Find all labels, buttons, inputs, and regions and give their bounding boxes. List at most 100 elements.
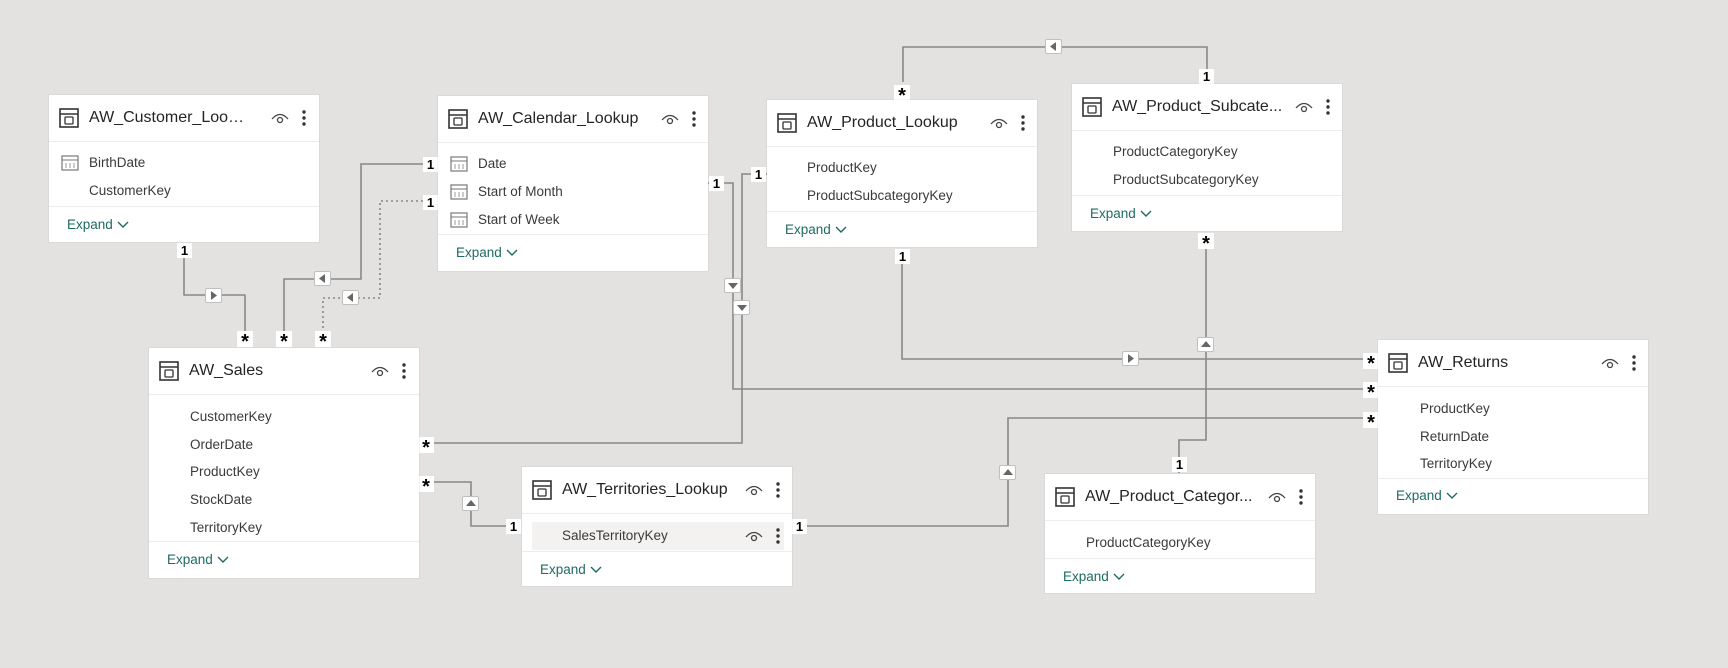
field-name: ReturnDate bbox=[1420, 429, 1490, 444]
field-name: OrderDate bbox=[190, 437, 254, 452]
field-name: ProductKey bbox=[1420, 401, 1490, 416]
expand-button[interactable]: Expand bbox=[167, 552, 229, 567]
table-header[interactable]: AW_Product_Subcate... bbox=[1072, 84, 1342, 131]
field-name: TerritoryKey bbox=[1420, 456, 1493, 471]
cardinality-many: * bbox=[1363, 382, 1379, 404]
table-name: AW_Product_Categor... bbox=[1085, 488, 1253, 505]
cardinality-one: 1 bbox=[423, 195, 438, 210]
table-header[interactable]: AW_Territories_Lookup bbox=[522, 467, 792, 514]
field-row[interactable]: ProductSubcategoryKey bbox=[767, 182, 1037, 210]
eye-icon[interactable] bbox=[745, 482, 763, 498]
more-options-icon[interactable] bbox=[1630, 353, 1638, 373]
field-row[interactable]: CustomerKey bbox=[149, 403, 419, 431]
table-card-customer-lookup[interactable]: AW_Customer_Lookup BirthDate CustomerKey… bbox=[49, 95, 319, 242]
field-row[interactable]: OrderDate bbox=[149, 431, 419, 459]
more-options-icon[interactable] bbox=[1297, 487, 1305, 507]
eye-icon[interactable] bbox=[1268, 489, 1286, 505]
filter-direction-up-icon[interactable] bbox=[462, 496, 479, 511]
expand-button[interactable]: Expand bbox=[1063, 569, 1125, 584]
field-name: TerritoryKey bbox=[190, 520, 263, 535]
more-options-icon[interactable] bbox=[690, 109, 698, 129]
eye-icon[interactable] bbox=[990, 115, 1008, 131]
table-card-product-subcategory[interactable]: AW_Product_Subcate... ProductCategoryKey… bbox=[1072, 84, 1342, 231]
table-card-product-category[interactable]: AW_Product_Categor... ProductCategoryKey… bbox=[1045, 474, 1315, 593]
field-row[interactable]: CustomerKey bbox=[49, 177, 319, 205]
table-card-product-lookup[interactable]: AW_Product_Lookup ProductKey ProductSubc… bbox=[767, 100, 1037, 247]
expand-button[interactable]: Expand bbox=[456, 245, 518, 260]
filter-direction-right-icon[interactable] bbox=[1122, 351, 1139, 366]
eye-icon[interactable] bbox=[661, 111, 679, 127]
field-row[interactable]: StockDate bbox=[149, 486, 419, 514]
expand-button[interactable]: Expand bbox=[785, 222, 847, 237]
cardinality-one: 1 bbox=[709, 176, 724, 191]
eye-icon[interactable] bbox=[371, 363, 389, 379]
expand-button[interactable]: Expand bbox=[67, 217, 129, 232]
eye-icon[interactable] bbox=[1295, 99, 1313, 115]
cardinality-many: * bbox=[276, 331, 292, 353]
field-row[interactable]: ProductKey bbox=[767, 154, 1037, 182]
field-row[interactable]: Start of Week bbox=[438, 206, 708, 234]
eye-icon[interactable] bbox=[271, 110, 289, 126]
table-header[interactable]: AW_Returns bbox=[1378, 340, 1648, 387]
cardinality-one: 1 bbox=[177, 243, 192, 258]
table-header[interactable]: AW_Sales bbox=[149, 348, 419, 395]
field-row[interactable]: ProductCategoryKey bbox=[1045, 529, 1315, 557]
chevron-down-icon bbox=[1113, 573, 1125, 581]
filter-direction-down-icon[interactable] bbox=[733, 300, 750, 315]
field-row[interactable]: ReturnDate bbox=[1378, 423, 1648, 451]
table-header[interactable]: AW_Product_Categor... bbox=[1045, 474, 1315, 521]
divider bbox=[49, 206, 319, 207]
eye-icon[interactable] bbox=[745, 528, 763, 544]
field-row[interactable]: ProductKey bbox=[149, 458, 419, 486]
calendar-icon bbox=[450, 156, 468, 172]
field-row[interactable]: TerritoryKey bbox=[1378, 450, 1648, 478]
field-name: Date bbox=[478, 156, 507, 171]
field-row[interactable]: BirthDate bbox=[49, 149, 319, 177]
table-card-territories-lookup[interactable]: AW_Territories_Lookup SalesTerritoryKey … bbox=[522, 467, 792, 586]
expand-button[interactable]: Expand bbox=[1090, 206, 1152, 221]
filter-direction-up-icon[interactable] bbox=[1197, 337, 1214, 352]
cardinality-many: * bbox=[418, 476, 434, 498]
table-card-sales[interactable]: AW_Sales CustomerKey OrderDate ProductKe… bbox=[149, 348, 419, 578]
table-card-returns[interactable]: AW_Returns ProductKey ReturnDate Territo… bbox=[1378, 340, 1648, 514]
field-row[interactable]: ProductKey bbox=[1378, 395, 1648, 423]
cardinality-one: 1 bbox=[1172, 457, 1187, 472]
filter-direction-up-icon[interactable] bbox=[999, 465, 1016, 480]
field-name: ProductSubcategoryKey bbox=[807, 188, 953, 203]
table-name: AW_Territories_Lookup bbox=[562, 481, 728, 498]
more-options-icon[interactable] bbox=[1324, 97, 1332, 117]
filter-direction-down-icon[interactable] bbox=[724, 278, 741, 293]
divider bbox=[522, 551, 792, 552]
field-row[interactable]: Start of Month bbox=[438, 178, 708, 206]
field-row[interactable]: Date bbox=[438, 150, 708, 178]
cardinality-many: * bbox=[1363, 353, 1379, 375]
field-name: Start of Week bbox=[478, 212, 560, 227]
field-row[interactable]: TerritoryKey bbox=[149, 514, 419, 542]
table-header[interactable]: AW_Product_Lookup bbox=[767, 100, 1037, 147]
filter-direction-right-icon[interactable] bbox=[205, 288, 222, 303]
expand-button[interactable]: Expand bbox=[540, 562, 602, 577]
more-options-icon[interactable] bbox=[774, 480, 782, 500]
divider bbox=[1378, 478, 1648, 479]
more-options-icon[interactable] bbox=[300, 108, 308, 128]
table-header[interactable]: AW_Calendar_Lookup bbox=[438, 96, 708, 143]
filter-direction-left-icon[interactable] bbox=[1045, 39, 1062, 54]
field-name: ProductCategoryKey bbox=[1086, 535, 1211, 550]
filter-direction-left-icon[interactable] bbox=[342, 290, 359, 305]
more-options-icon[interactable] bbox=[1019, 113, 1027, 133]
table-name: AW_Customer_Lookup bbox=[89, 109, 249, 126]
table-card-calendar-lookup[interactable]: AW_Calendar_Lookup Date Start of Month S… bbox=[438, 96, 708, 271]
field-row[interactable]: ProductSubcategoryKey bbox=[1072, 166, 1342, 194]
table-icon bbox=[448, 109, 468, 129]
more-options-icon[interactable] bbox=[774, 526, 782, 546]
filter-direction-left-icon[interactable] bbox=[314, 271, 331, 286]
table-header[interactable]: AW_Customer_Lookup bbox=[49, 95, 319, 142]
field-row[interactable]: ProductCategoryKey bbox=[1072, 138, 1342, 166]
table-name: AW_Returns bbox=[1418, 354, 1509, 371]
expand-button[interactable]: Expand bbox=[1396, 488, 1458, 503]
eye-icon[interactable] bbox=[1601, 355, 1619, 371]
field-row-hovered[interactable]: SalesTerritoryKey bbox=[532, 522, 784, 550]
table-icon bbox=[59, 108, 79, 128]
more-options-icon[interactable] bbox=[400, 361, 408, 381]
